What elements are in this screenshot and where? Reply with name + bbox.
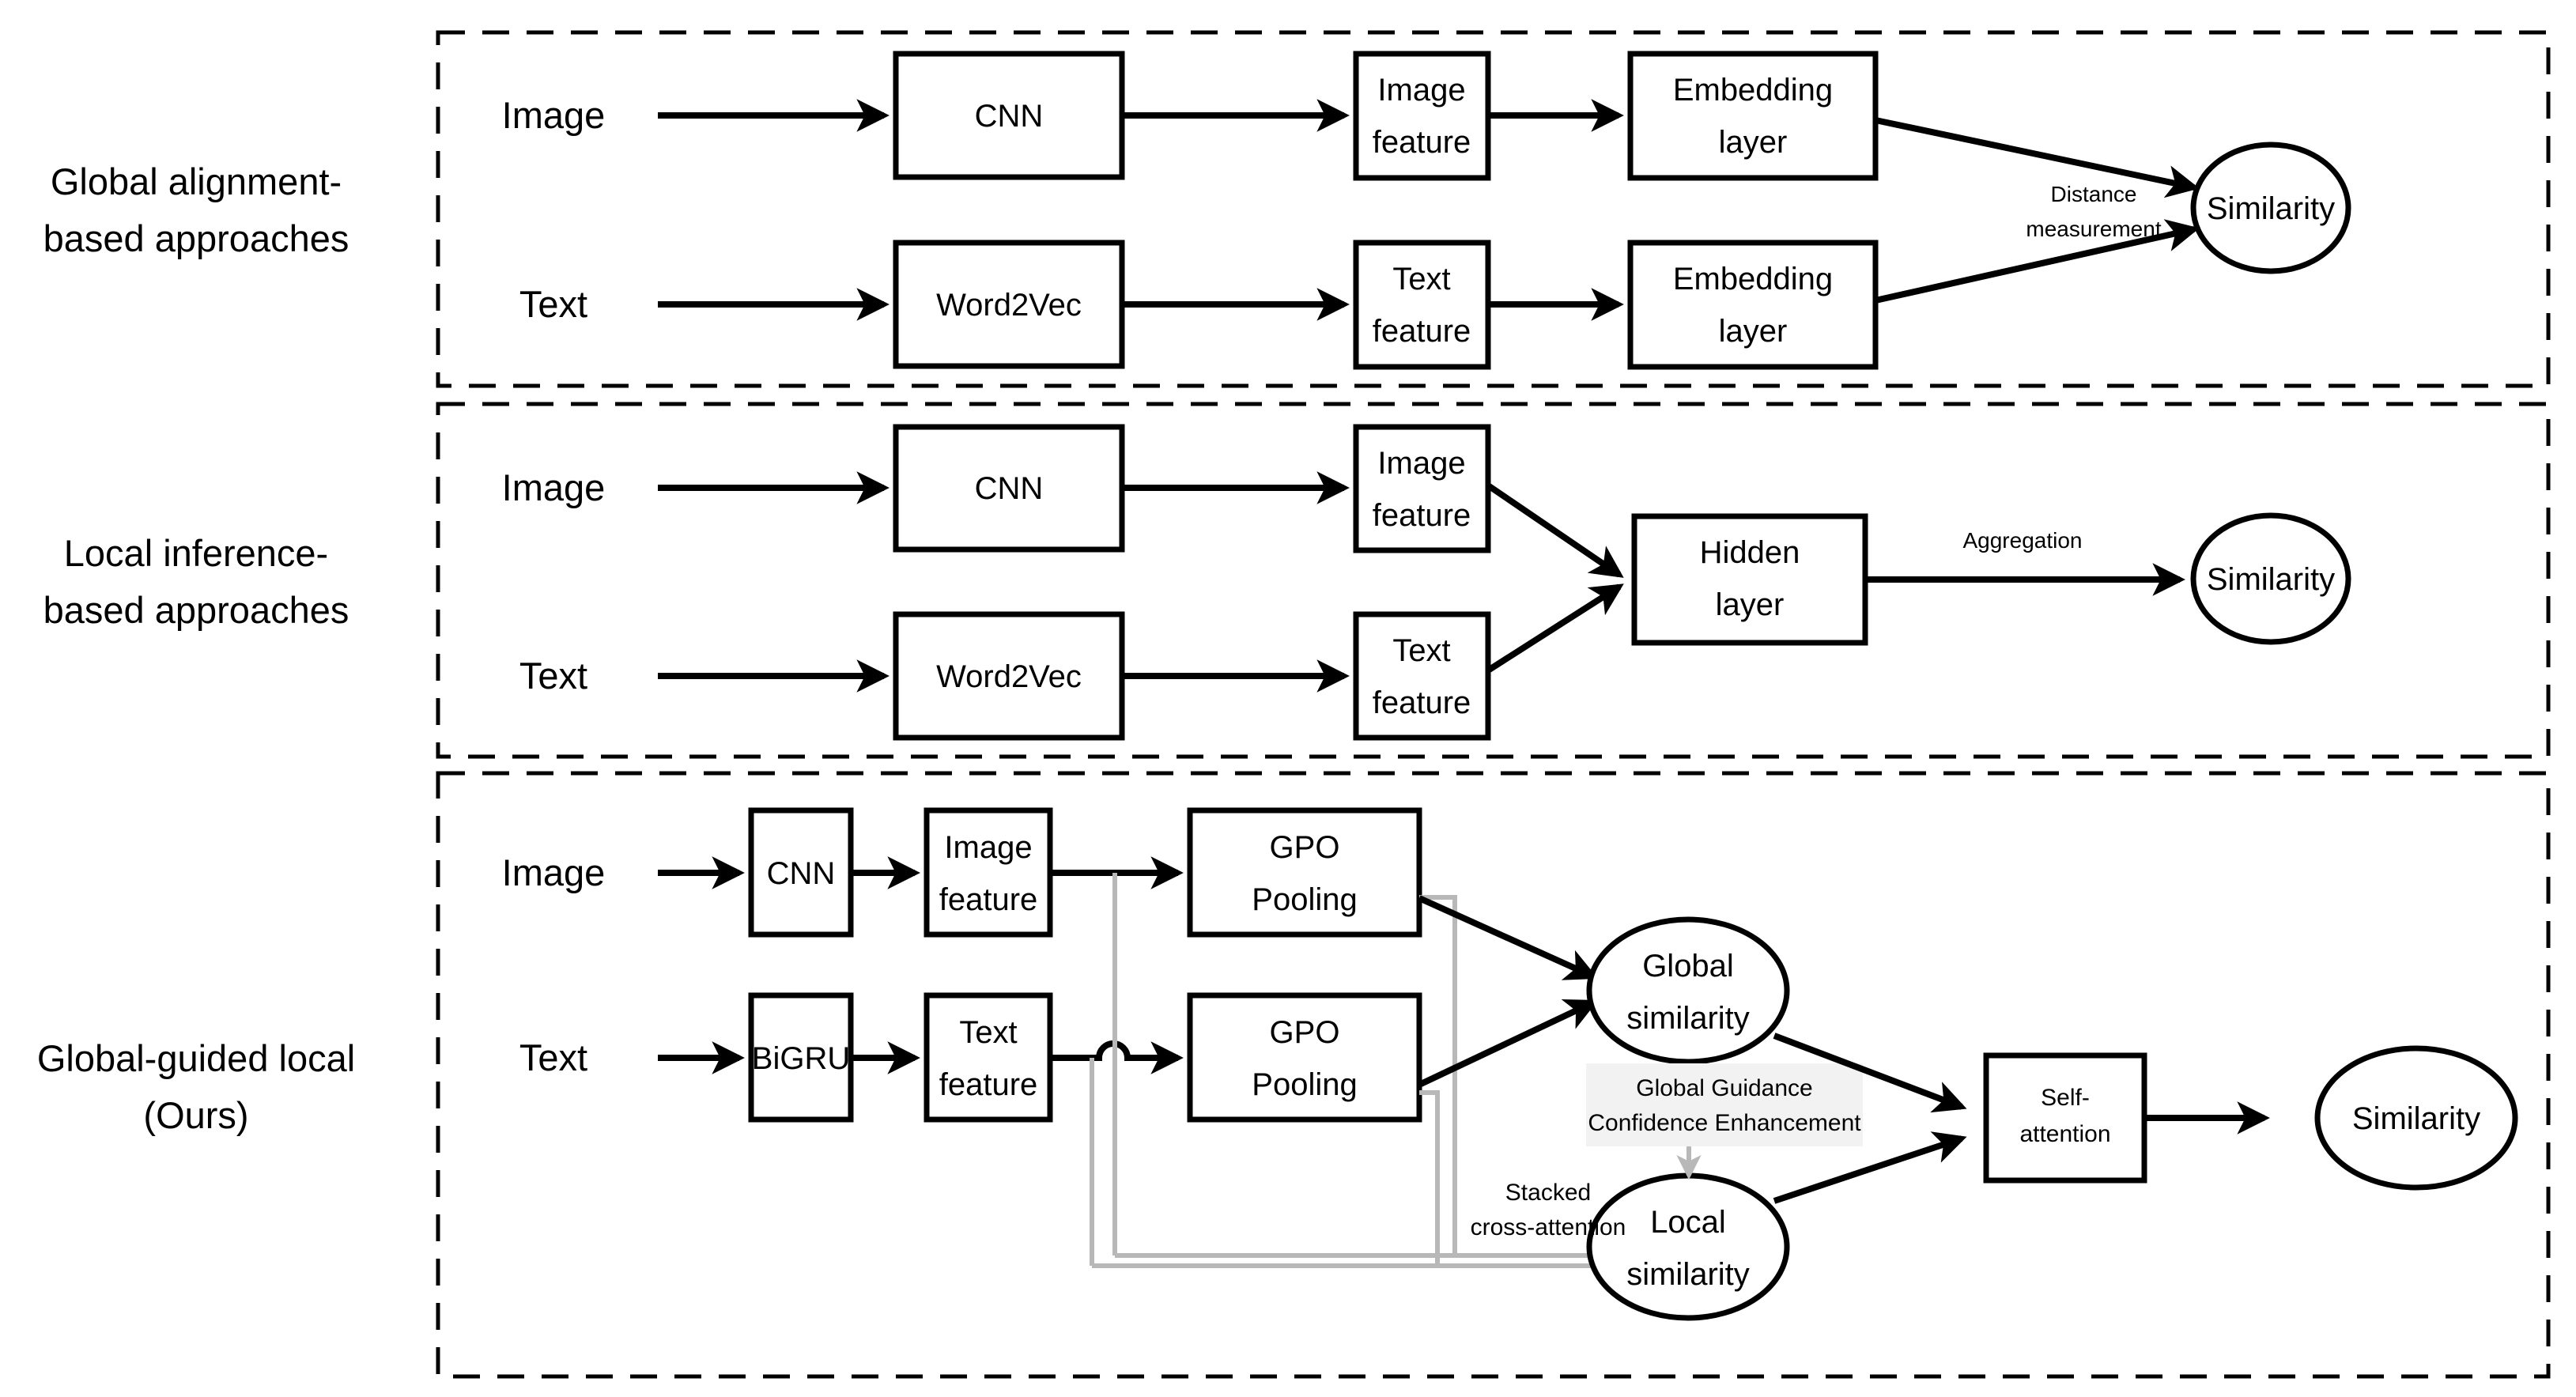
p3-edge-label-stacked-cross-attention-line1: Stacked bbox=[1505, 1180, 1591, 1206]
p2-edge-text-feature-to-hidden bbox=[1486, 583, 1624, 674]
p3-edge-label-global-guidance-line1: Global Guidance bbox=[1636, 1075, 1812, 1101]
row-label-local-inference-line2: based approaches bbox=[43, 589, 349, 631]
p3-box-self-attention bbox=[1983, 1052, 2147, 1184]
p1-box-embedding-text-line2: layer bbox=[1719, 314, 1788, 349]
p3-box-image-feature-line2: feature bbox=[939, 882, 1038, 917]
p2-box-word2vec-label: Word2Vec bbox=[936, 659, 1082, 694]
p3-box-text-feature-line2: feature bbox=[939, 1067, 1038, 1102]
p1-box-embedding-text-line1: Embedding bbox=[1673, 262, 1833, 296]
p3-edge-label-stacked-cross-attention-line2: cross-attention bbox=[1471, 1214, 1626, 1240]
p1-box-embedding-image-line1: Embedding bbox=[1673, 73, 1833, 108]
p2-box-cnn bbox=[893, 424, 1125, 553]
p3-edge-gpo-image-to-global-similarity bbox=[1418, 895, 1599, 980]
p3-box-gpo-pooling-text-line1: GPO bbox=[1270, 1015, 1340, 1050]
p2-box-hidden-layer-line2: layer bbox=[1716, 587, 1785, 622]
p2-box-text-feature-line2: feature bbox=[1373, 685, 1471, 720]
p2-ellipse-similarity-label: Similarity bbox=[2207, 562, 2335, 597]
p3-box-cnn-label: CNN bbox=[767, 856, 836, 891]
p1-box-word2vec-label: Word2Vec bbox=[936, 288, 1082, 323]
p2-box-hidden-layer-line1: Hidden bbox=[1700, 535, 1800, 570]
p1-ellipse-similarity bbox=[2190, 142, 2351, 274]
p3-box-bigru-label: BiGRU bbox=[752, 1041, 850, 1076]
p3-ellipse-similarity bbox=[2314, 1045, 2518, 1191]
p1-box-text-feature-line1: Text bbox=[1392, 262, 1450, 296]
p3-box-self-attention-line2: attention bbox=[2019, 1121, 2110, 1147]
p3-edge-label-global-guidance-line2: Confidence Enhancement bbox=[1588, 1110, 1861, 1136]
p3-box-cnn bbox=[748, 807, 854, 938]
p1-box-cnn-label: CNN bbox=[975, 99, 1044, 134]
p2-edge-label-aggregation: Aggregation bbox=[1962, 528, 2082, 553]
p1-box-embedding-text bbox=[1627, 240, 1879, 370]
p2-input-text: Text bbox=[519, 655, 587, 697]
p2-input-image: Image bbox=[502, 466, 606, 508]
p3-ellipse-global-similarity-line1: Global bbox=[1642, 949, 1734, 984]
p3-ellipse-local-similarity-line1: Local bbox=[1650, 1205, 1726, 1240]
p1-box-embedding-image-line2: layer bbox=[1719, 125, 1788, 160]
p3-input-text: Text bbox=[519, 1036, 587, 1078]
p1-input-text: Text bbox=[519, 283, 587, 325]
p3-input-image: Image bbox=[502, 851, 606, 893]
p3-box-text-feature bbox=[924, 992, 1053, 1123]
p3-box-gpo-pooling-text bbox=[1187, 992, 1422, 1123]
p3-guidance-label-background bbox=[1586, 1063, 1863, 1146]
p3-edge-global-similarity-to-self-attention bbox=[1773, 1033, 1967, 1113]
p3-box-image-feature-line1: Image bbox=[944, 830, 1032, 865]
p2-edge-image-feature-to-hidden bbox=[1486, 482, 1624, 578]
row-label-global-guided-local: Global-guided local (Ours) bbox=[37, 1037, 355, 1136]
p3-ellipse-similarity-label: Similarity bbox=[2352, 1101, 2480, 1136]
p3-box-gpo-pooling-text-line2: Pooling bbox=[1252, 1067, 1357, 1102]
p3-grayline-gpo-image-branch bbox=[1419, 895, 1457, 1255]
p1-box-embedding-image bbox=[1627, 51, 1879, 181]
p3-box-text-feature-line1: Text bbox=[959, 1015, 1017, 1050]
p1-box-image-feature bbox=[1353, 51, 1491, 181]
p2-box-image-feature-line2: feature bbox=[1373, 498, 1471, 533]
p3-grayline-gpo-text-branch bbox=[1419, 1090, 1440, 1266]
p1-box-cnn bbox=[893, 51, 1125, 180]
row-label-local-inference-line1: Local inference- bbox=[64, 532, 328, 574]
p2-box-image-feature-line1: Image bbox=[1377, 446, 1465, 481]
panel-border-global-alignment bbox=[436, 30, 2551, 388]
row-label-global-guided-local-line2: (Ours) bbox=[143, 1094, 248, 1136]
p3-ellipse-global-similarity-line2: similarity bbox=[1626, 1001, 1750, 1036]
p3-edge-gpo-text-to-global-similarity bbox=[1418, 999, 1599, 1088]
p1-box-text-feature-line2: feature bbox=[1373, 314, 1471, 349]
p1-input-image: Image bbox=[502, 94, 606, 136]
p2-box-text-feature bbox=[1353, 611, 1491, 741]
p3-box-gpo-pooling-image-line2: Pooling bbox=[1252, 882, 1357, 917]
p2-box-word2vec bbox=[893, 611, 1125, 741]
p1-box-image-feature-line1: Image bbox=[1377, 73, 1465, 108]
p2-box-text-feature-line1: Text bbox=[1392, 633, 1450, 668]
p1-edge-embedding-text-to-similarity bbox=[1875, 219, 2200, 304]
p2-ellipse-similarity bbox=[2190, 512, 2351, 645]
p1-box-image-feature-line2: feature bbox=[1373, 125, 1471, 160]
p3-ellipse-global-similarity bbox=[1586, 916, 1790, 1065]
p1-box-text-feature bbox=[1353, 240, 1491, 370]
p1-edge-embedding-image-to-similarity bbox=[1875, 117, 2200, 198]
row-label-global-alignment: Global alignment- based approaches bbox=[43, 160, 349, 259]
row-label-global-alignment-line2: based approaches bbox=[43, 217, 349, 259]
p3-box-gpo-pooling-image-line1: GPO bbox=[1270, 830, 1340, 865]
p1-box-word2vec bbox=[893, 240, 1125, 369]
p3-box-bigru bbox=[748, 992, 854, 1123]
p1-edge-label-distance-line1: Distance bbox=[2051, 182, 2137, 206]
p2-box-image-feature bbox=[1353, 424, 1491, 553]
row-label-local-inference: Local inference- based approaches bbox=[43, 532, 349, 631]
p3-edge-local-similarity-to-self-attention bbox=[1773, 1131, 1967, 1204]
row-label-global-guided-local-line1: Global-guided local bbox=[37, 1037, 355, 1079]
row-label-global-alignment-line1: Global alignment- bbox=[51, 160, 342, 202]
panel-border-global-guided-local bbox=[436, 771, 2551, 1379]
panel-border-local-inference bbox=[436, 402, 2551, 759]
p1-ellipse-similarity-label: Similarity bbox=[2207, 191, 2335, 226]
p3-box-image-feature bbox=[924, 807, 1053, 938]
p3-ellipse-local-similarity-line2: similarity bbox=[1626, 1257, 1750, 1292]
p1-edge-label-distance-line2: measurement bbox=[2026, 217, 2161, 241]
p2-box-hidden-layer bbox=[1631, 513, 1868, 646]
p3-box-gpo-pooling-image bbox=[1187, 807, 1422, 938]
p2-box-cnn-label: CNN bbox=[975, 471, 1044, 506]
p3-box-self-attention-line1: Self- bbox=[2041, 1085, 2090, 1111]
